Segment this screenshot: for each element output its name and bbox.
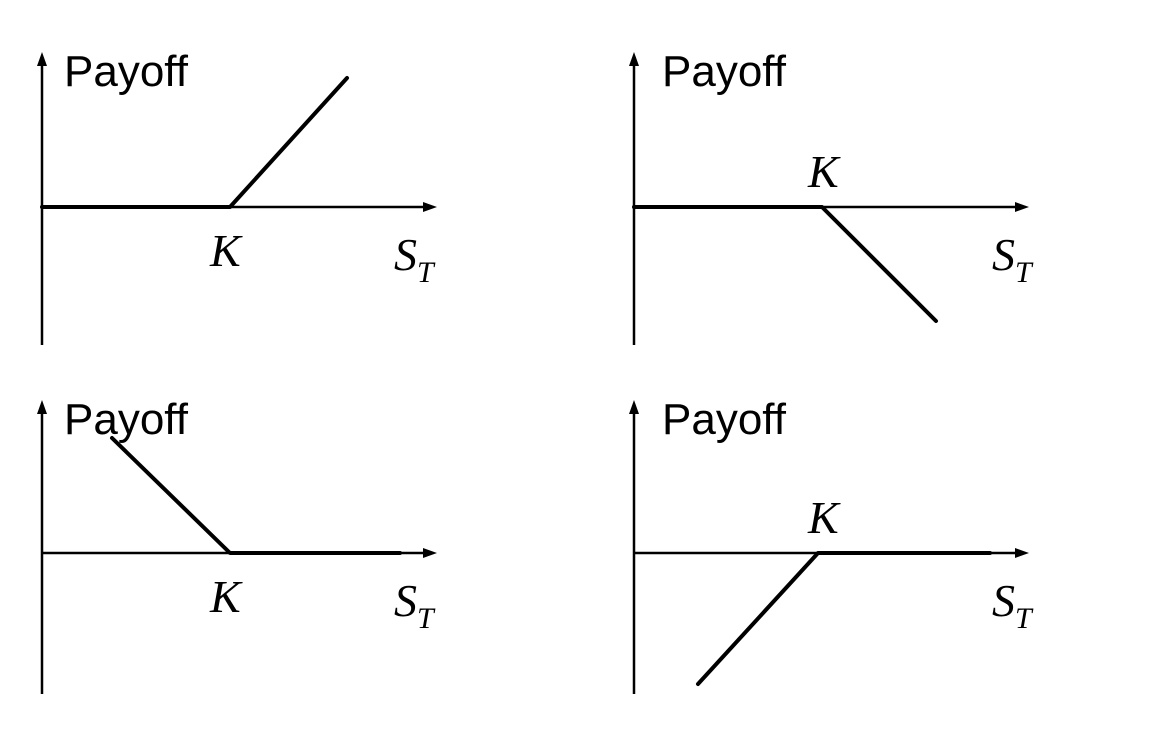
payoff-line	[696, 551, 992, 686]
panel-long-put: Payoff K ST	[37, 395, 437, 694]
payoff-line	[40, 76, 349, 209]
y-axis-label: Payoff	[662, 395, 787, 444]
strike-label: K	[807, 492, 841, 543]
y-axis-arrow	[37, 52, 47, 66]
x-axis-label: ST	[992, 575, 1034, 635]
x-axis-arrow	[423, 202, 437, 212]
panel-short-call: Payoff K ST	[629, 47, 1034, 345]
y-axis-arrow	[629, 52, 639, 66]
y-axis-label: Payoff	[662, 47, 787, 96]
strike-label: K	[209, 571, 243, 622]
strike-label: K	[209, 225, 243, 276]
x-axis-label: ST	[394, 575, 436, 635]
payoff-line	[110, 436, 402, 555]
x-axis-arrow	[423, 548, 437, 558]
y-axis-arrow	[37, 400, 47, 414]
x-axis-arrow	[1015, 202, 1029, 212]
y-axis-arrow	[629, 400, 639, 414]
panel-long-call: Payoff K ST	[37, 47, 437, 345]
x-axis-label: ST	[394, 229, 436, 289]
x-axis-label: ST	[992, 229, 1034, 289]
x-axis-arrow	[1015, 548, 1029, 558]
strike-label: K	[807, 146, 841, 197]
y-axis-label: Payoff	[64, 395, 189, 444]
panel-short-put: Payoff K ST	[629, 395, 1034, 694]
y-axis-label: Payoff	[64, 47, 189, 96]
payoff-line	[632, 205, 938, 323]
